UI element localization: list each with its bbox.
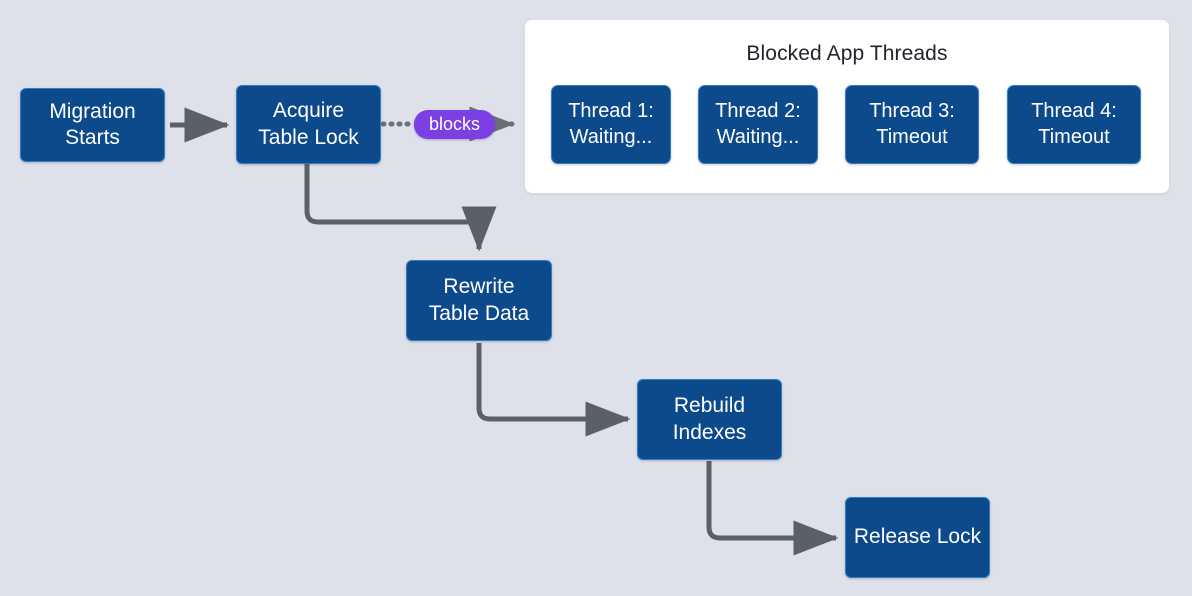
panel-title: Blocked App Threads [746,42,948,65]
edge-acquire-to-rewrite [304,164,497,252]
node-release-lock[interactable]: Release Lock [845,497,990,578]
node-rewrite-table-data[interactable]: Rewrite Table Data [406,260,552,341]
thread-node-2[interactable]: Thread 2: Waiting... [698,85,818,164]
thread-node-1[interactable]: Thread 1: Waiting... [551,85,671,164]
node-acquire-table-lock[interactable]: Acquire Table Lock [236,85,381,164]
node-migration-starts[interactable]: Migration Starts [20,88,165,162]
node-rebuild-indexes[interactable]: Rebuild Indexes [637,379,782,460]
edge-rebuild-to-release [706,461,839,556]
edge-rewrite-to-rebuild [476,343,631,437]
thread-node-4[interactable]: Thread 4: Timeout [1007,85,1141,164]
edge-label-blocks: blocks [414,110,495,139]
thread-node-3[interactable]: Thread 3: Timeout [845,85,979,164]
